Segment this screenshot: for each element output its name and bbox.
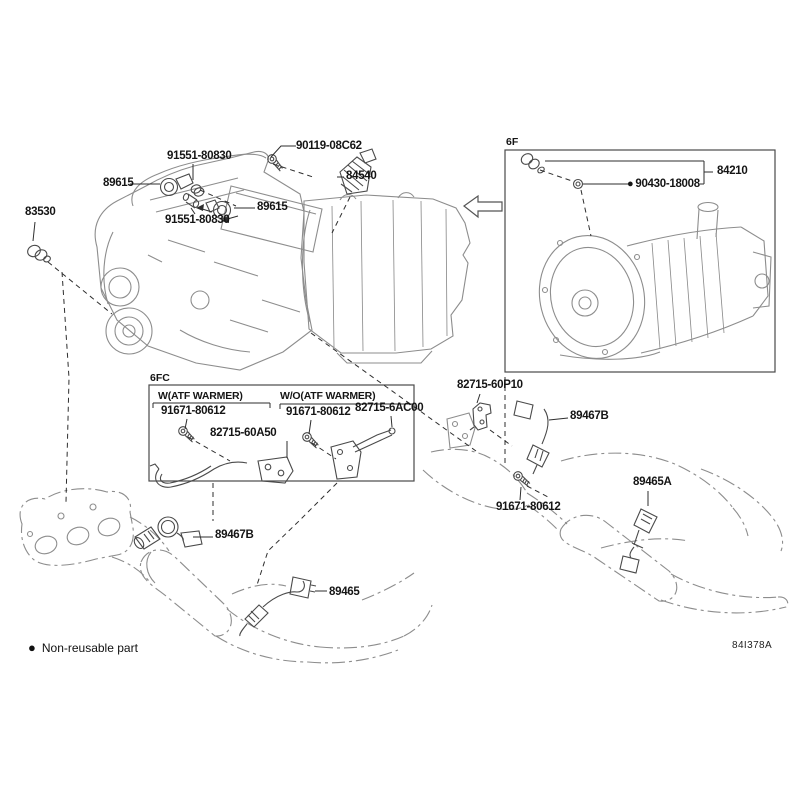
speed-sensor-glyph bbox=[520, 153, 584, 190]
part-label-sensor-stud-upper: 91551-80830 bbox=[167, 150, 232, 162]
automatic-transmission-illustration bbox=[302, 192, 471, 364]
part-label-cam-sensor-right: 89615 bbox=[257, 201, 288, 213]
part-label-park-neutral-switch: 84540 bbox=[346, 170, 377, 182]
part-label-o2-sensor-rear-left: 89465 bbox=[329, 586, 360, 598]
left-exhaust-illustration bbox=[19, 488, 433, 664]
diagram-code: 84I378A bbox=[732, 640, 773, 651]
part-label-no-warmer-bracket-bolt: 91671-80612 bbox=[286, 406, 351, 418]
manual-transmission-box bbox=[504, 149, 776, 373]
part-label-pipe-bracket-bolt: 91671-80612 bbox=[496, 501, 561, 513]
group-label-6fc: 6FC bbox=[150, 372, 170, 384]
group-label-6f: 6F bbox=[506, 136, 519, 148]
part-label-sensor-stud-lower: 91551-80830 bbox=[165, 214, 230, 226]
part-label-no-warmer-bracket: 82715-6AC00 bbox=[355, 402, 424, 414]
engine-sensor-glyphs bbox=[27, 148, 377, 263]
part-label-switch-bolt: 90119-08C62 bbox=[296, 140, 362, 152]
part-label-af-sensor-front-right: 89467B bbox=[570, 410, 609, 422]
leader-lines bbox=[32, 145, 713, 592]
part-label-af-sensor-front-left: 89467B bbox=[215, 529, 254, 541]
oxygen-sensor-glyphs bbox=[133, 400, 658, 637]
dashed-leader-lines bbox=[47, 163, 592, 586]
bracket-box bbox=[148, 384, 415, 482]
non-reusable-bullet: ● bbox=[627, 178, 634, 190]
part-label-knock-sensor: 83530 bbox=[25, 206, 56, 218]
part-label-warmer-bracket: 82715-60A50 bbox=[210, 427, 277, 439]
part-label-warmer-bracket-bolt: 91671-80612 bbox=[161, 405, 226, 417]
right-exhaust-illustration bbox=[422, 412, 789, 614]
legend-text: Non-reusable part bbox=[41, 641, 138, 655]
part-label-o2-sensor-rear-right: 89465A bbox=[633, 476, 672, 488]
part-label-sensor-washer: ●90430-18008 bbox=[627, 178, 700, 190]
part-label-cam-sensor-left: 89615 bbox=[103, 177, 134, 189]
group-label-without-atf-warmer: W/O(ATF WARMER) bbox=[280, 390, 376, 402]
manual-transmission-illustration bbox=[538, 201, 772, 360]
non-reusable-bullet: ● bbox=[28, 640, 36, 655]
non-reusable-legend: ● Non-reusable part bbox=[28, 640, 138, 655]
direction-arrow-icon bbox=[462, 194, 503, 219]
part-label-pipe-support-bracket: 82715-60P10 bbox=[457, 379, 523, 391]
bracket-glyphs bbox=[149, 424, 396, 488]
part-label-speed-sensor: 84210 bbox=[717, 165, 748, 177]
group-label-with-atf-warmer: W(ATF WARMER) bbox=[158, 390, 243, 402]
